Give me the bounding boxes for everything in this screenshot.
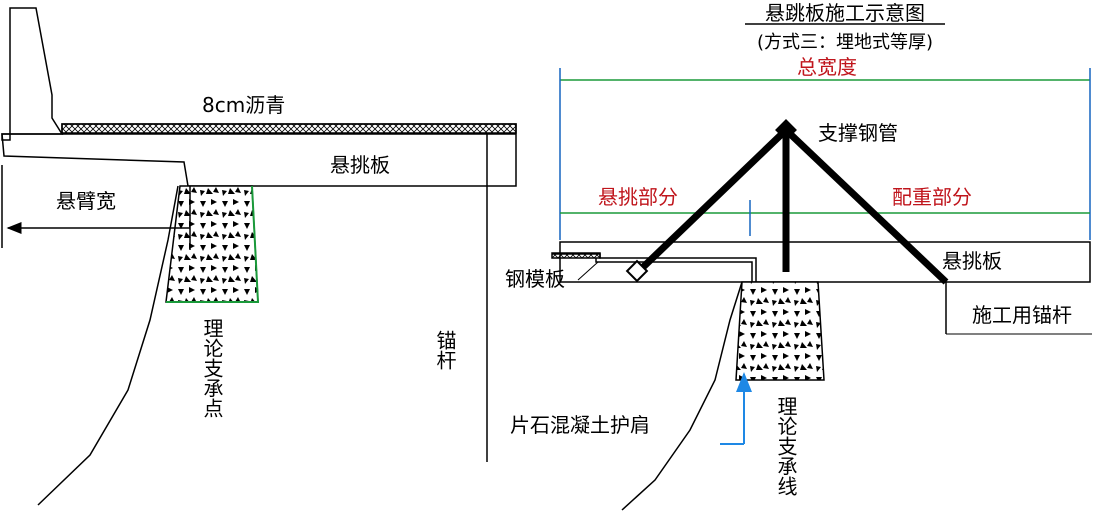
right-slab-label: 悬挑板 — [942, 249, 1002, 273]
parapet-wall — [1, 7, 64, 141]
asphalt-label: 8cm沥青 — [202, 93, 285, 117]
left-slab-label: 悬挑板 — [330, 153, 390, 177]
pipe-label: 支撑钢管 — [818, 121, 898, 145]
counterweight-part-label: 配重部分 — [892, 185, 972, 209]
asphalt-layer — [61, 123, 517, 134]
arm-width-label: 悬臂宽 — [56, 189, 116, 213]
shoulder-label: 片石混凝土护肩 — [510, 413, 650, 437]
cantilever-part-label: 悬挑部分 — [598, 185, 678, 209]
support-point-label: 理论支承点 — [200, 318, 224, 418]
left-support-block — [165, 185, 259, 303]
diagram-title: 悬跳板施工示意图 — [765, 1, 925, 25]
left-diagram — [1, 7, 517, 506]
right-diagram — [551, 23, 1091, 511]
left-slope-line — [37, 185, 179, 506]
left-anchor-label: 锚杆 — [433, 330, 457, 370]
support-line-label: 理论支承线 — [774, 396, 798, 496]
total-width-label: 总宽度 — [797, 55, 857, 79]
right-slope-line — [621, 281, 743, 511]
formwork-label: 钢模板 — [505, 267, 565, 291]
right-support-block — [735, 281, 825, 381]
diagram-subtitle: (方式三：埋地式等厚) — [757, 32, 933, 53]
construction-anchor-label: 施工用锚杆 — [972, 303, 1072, 327]
support-pipes — [635, 127, 949, 285]
